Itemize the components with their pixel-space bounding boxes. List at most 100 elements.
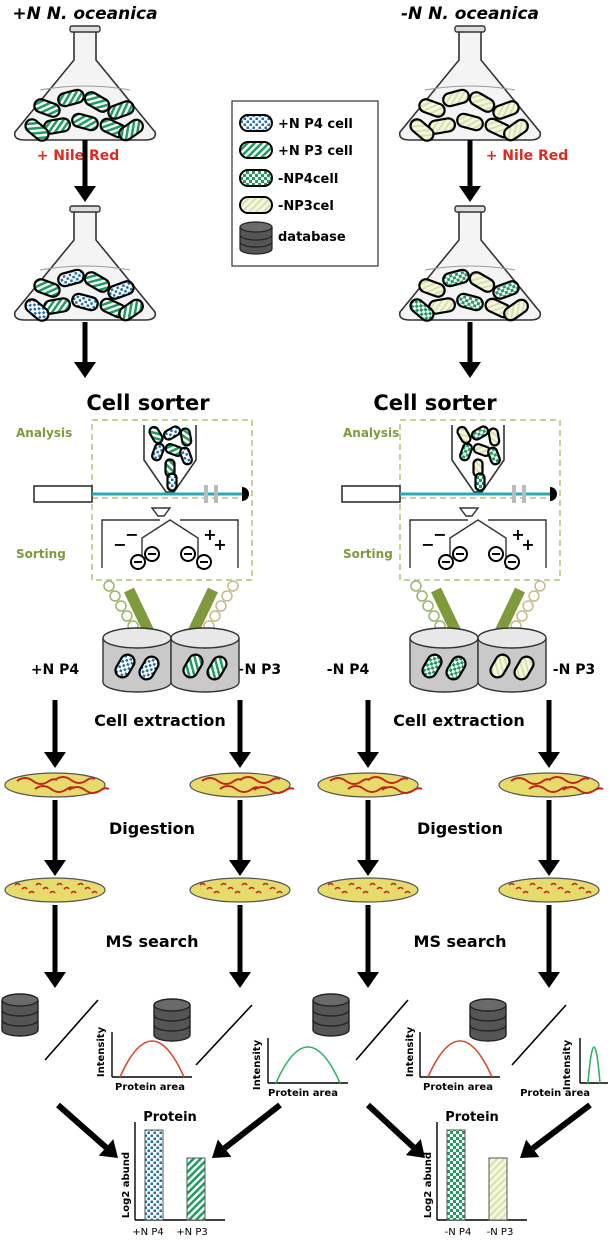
plate-peptide-r1-peptide: [355, 886, 362, 890]
left-collector-cell: [182, 653, 204, 679]
legend-label-1: +N P3 cell: [278, 144, 353, 159]
arrow-digest-l2: [229, 800, 251, 876]
db-icon-4: [469, 998, 507, 1042]
spectrum-4-peak: [587, 1046, 601, 1084]
right-flask-top-cell: [468, 91, 496, 113]
right-digestion-label: Digestion: [417, 819, 503, 838]
db-icon-3-body: [312, 1000, 350, 1037]
left-collector-tube: [102, 638, 172, 693]
plate-peptide-r1-peptide: [341, 890, 348, 894]
plate-peptide-r2-peptide: [557, 886, 564, 890]
plate-protein-l1-protein: [54, 776, 96, 784]
left-sorter-cell: [179, 446, 193, 466]
left-result-chart-bar: [186, 1157, 206, 1221]
left-sorter-cell: [179, 427, 193, 447]
left-analysis-label: Analysis: [16, 426, 72, 440]
plate-peptide-r1-peptide: [327, 882, 334, 886]
plate-peptide-r1-peptide: [383, 890, 390, 894]
plate-peptide-r1-peptide: [348, 882, 355, 886]
right-arrow-merge-b-shaft: [530, 1102, 592, 1151]
right-flask-top-cell: [418, 98, 446, 118]
right-arrow-merge-b: [520, 1102, 592, 1158]
right-chart-cat-0: -N P4: [445, 1227, 472, 1238]
left-chart-ylabel: Log2 abund: [121, 1152, 132, 1218]
right-sorter-cell: [456, 425, 472, 445]
plate-protein-l2-protein: [239, 776, 281, 784]
left-collector-drop: [103, 580, 115, 592]
plate-peptide-l1-peptide: [63, 886, 70, 890]
db-icon-1: [1, 993, 39, 1037]
right-arrow-stain: [459, 140, 481, 202]
spectrum-xlabel-3: Protein area: [423, 1082, 493, 1093]
left-sorter-plates: [101, 519, 239, 568]
plate-peptide-l1-peptide: [14, 882, 21, 886]
db-icon-2: [153, 998, 191, 1042]
plate-peptide-r2-peptide: [522, 890, 529, 894]
legend-swatch-blue-dots: [239, 114, 273, 132]
plate-protein-r2-protein: [510, 777, 552, 785]
left-collector-tube: [170, 638, 240, 693]
plate-protein-r2-protein: [562, 786, 604, 794]
db-icon-3-top: [312, 993, 350, 1007]
left-sorter-cell: [166, 472, 178, 492]
plate-protein-r1-protein: [381, 786, 423, 794]
plate-protein-r1-protein: [347, 785, 389, 793]
plate-peptide-l2-peptide: [206, 886, 213, 890]
legend-label-0: +N P4 cell: [278, 117, 353, 132]
left-collector-drop: [109, 590, 121, 602]
arrow-ms-r1: [357, 905, 379, 988]
right-flask-top-liquid-line: [424, 85, 516, 91]
db-icon-1-top: [1, 993, 39, 1007]
plate-peptide-l2: [189, 877, 291, 903]
left-p3-label: +N P3: [233, 662, 281, 678]
left-chart-cat-0: +N P4: [132, 1227, 163, 1238]
left-arrow-stain-head: [74, 186, 96, 202]
right-collector-drop: [428, 610, 440, 622]
right-sorter-charge: [458, 507, 480, 517]
plate-peptide-r1-dish: [317, 877, 419, 903]
right-p4-label: -N P4: [327, 662, 370, 678]
right-arrow-merge-a-shaft: [365, 1102, 416, 1150]
right-sorter-cell: [459, 442, 473, 462]
plate-peptide-r1: [317, 877, 419, 903]
left-arrow-merge-a-shaft: [56, 1102, 108, 1150]
plate-protein-l2: [189, 772, 295, 798]
plate-peptide-r1-peptide: [362, 890, 369, 894]
spectrum-xlabel-4: Protein area: [520, 1088, 590, 1099]
right-flask-bottom-cell: [418, 278, 446, 298]
plate-peptide-l2-dish: [189, 877, 291, 903]
slash-2: [195, 1004, 253, 1066]
right-collector-drop: [522, 600, 534, 612]
left-collector-drop: [121, 610, 133, 622]
left-result-chart: [134, 1122, 225, 1221]
left-sorter-title: Cell sorter: [86, 391, 210, 415]
right-result-chart: [436, 1122, 527, 1221]
left-sorter-filter: [214, 485, 218, 503]
right-flask-top-cell: [456, 112, 484, 132]
left-sorter-nozzle: [143, 425, 197, 493]
spectrum-ylabel-3: Intensity: [405, 1026, 416, 1077]
right-flask-bottom-cell: [468, 271, 496, 293]
legend-item-p4-plus: +N P4 cell: [239, 114, 353, 132]
left-flask-top-cell: [118, 118, 144, 142]
left-collector-drop: [227, 580, 239, 592]
legend-swatch-green-checker: [239, 169, 273, 187]
right-arrow-sort-head: [459, 362, 481, 378]
plate-peptide-r1-peptide: [404, 890, 411, 894]
legend-item-database: database: [239, 221, 346, 255]
spectrum-ylabel-4: Intensity: [562, 1039, 573, 1090]
right-sorter-filter: [512, 485, 516, 503]
right-sorter-plates: [409, 519, 547, 568]
right-sorter-title: Cell sorter: [373, 391, 497, 415]
db-icon-3-rings: [312, 1009, 350, 1027]
right-sorter-detector: [550, 487, 557, 501]
right-collector: [409, 580, 547, 693]
left-flask-top: [13, 25, 157, 142]
plate-peptide-l2-peptide: [227, 886, 234, 890]
left-collector-drop: [221, 590, 233, 602]
left-result-chart-bar: [144, 1129, 164, 1221]
arrow-digest-l1: [44, 800, 66, 876]
right-extraction-label: Cell extraction: [393, 711, 525, 730]
left-flask-top-liquid-line: [39, 85, 131, 91]
